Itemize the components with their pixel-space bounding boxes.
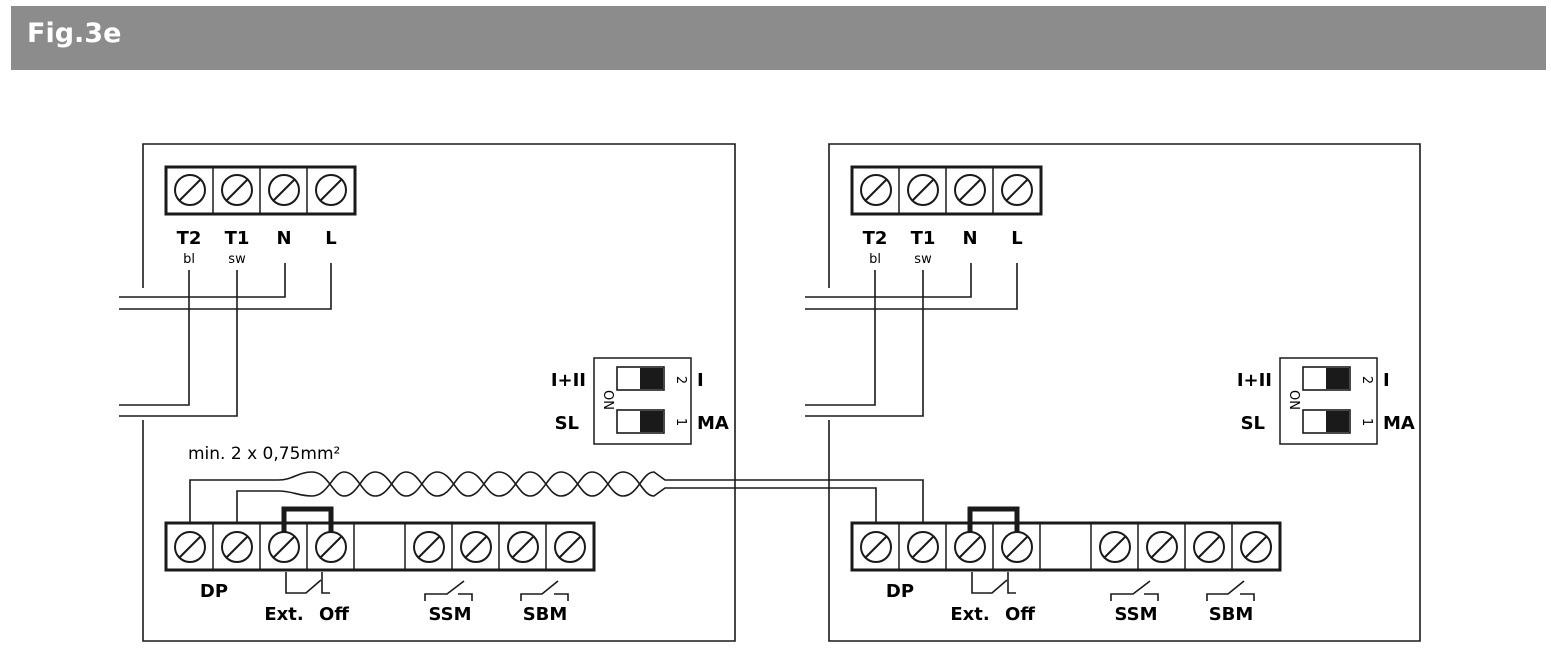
screw-terminal-icon [174,531,206,563]
dip-label-i-ii: I+II [1237,370,1272,391]
dip-label-sl: SL [1241,413,1265,434]
screw-terminal-icon [268,531,300,563]
terminal-label-t2: T2 [177,228,202,249]
terminal-label-n: N [962,228,977,249]
wire-color-bl: bl [869,252,881,267]
dip-number-2: 2 [1359,376,1374,384]
unit-right: T2 T1 N L bl sw ON 2 1 I+II SL I MA [805,143,1421,642]
screw-terminal-icon [954,174,986,206]
label-sbm: SBM [523,604,568,625]
twisted-pair-cable [189,471,924,523]
enclosure-left [142,143,736,642]
cable-note: min. 2 x 0,75mm² [188,444,340,464]
terminal-label-t2: T2 [863,228,888,249]
screw-terminal-icon [507,531,539,563]
screw-terminal-icon [907,531,939,563]
power-wires [805,263,1018,417]
screw-terminal-icon [460,531,492,563]
dip-label-i-ii: I+II [551,370,586,391]
power-terminal-block [850,165,1043,216]
screw-terminal-icon [860,531,892,563]
screw-terminal-icon [315,174,347,206]
dip-on-label: ON [600,390,615,410]
dip-number-2: 2 [673,376,688,384]
label-ext: Ext. [264,604,303,625]
terminal-label-t1: T1 [225,228,250,249]
screw-terminal-icon [413,531,445,563]
terminal-label-n: N [276,228,291,249]
dip-label-ma: MA [697,413,729,434]
screw-terminal-icon [174,174,206,206]
screw-terminal-icon [954,531,986,563]
dip-label-sl: SL [555,413,579,434]
wire-color-sw: sw [914,252,932,267]
screw-terminal-icon [221,531,253,563]
dip-toggle-2 [1326,368,1349,389]
screw-terminal-icon [1001,531,1033,563]
unit-left: T2 T1 N L bl sw ON 2 1 I+II SL I MA [119,143,736,642]
label-ssm: SSM [428,604,471,625]
dip-toggle-2 [640,368,663,389]
signal-terminal-block [164,506,596,572]
dip-switch: ON 2 1 [1279,357,1378,445]
jumper-bridge [967,506,1020,533]
screw-terminal-icon [315,531,347,563]
screw-terminal-icon [1240,531,1272,563]
screw-terminal-icon [907,174,939,206]
wire-color-sw: sw [228,252,246,267]
signal-terminal-block [850,506,1282,572]
wire-color-bl: bl [183,252,195,267]
contact-symbols [971,572,1255,601]
screw-terminal-icon [221,174,253,206]
label-dp: DP [886,581,914,602]
dip-on-label: ON [1286,390,1301,410]
label-ext: Ext. [950,604,989,625]
label-sbm: SBM [1209,604,1254,625]
screw-terminal-icon [1099,531,1131,563]
dip-toggle-1 [1326,411,1349,432]
dip-toggle-1 [640,411,663,432]
power-terminal-block [164,165,357,216]
dip-switch: ON 2 1 [593,357,692,445]
dip-number-1: 1 [673,418,688,426]
dip-label-ma: MA [1383,413,1415,434]
label-ssm: SSM [1114,604,1157,625]
dip-label-i: I [697,370,704,391]
screw-terminal-icon [860,174,892,206]
enclosure-right [828,143,1421,642]
power-wires [119,263,332,417]
label-off: Off [319,604,349,625]
screw-terminal-icon [1146,531,1178,563]
terminal-label-t1: T1 [911,228,936,249]
figure-title: Fig.3e [27,18,122,49]
dip-label-i: I [1383,370,1390,391]
label-dp: DP [200,581,228,602]
figure-header: Fig.3e [11,6,1546,70]
screw-terminal-icon [1001,174,1033,206]
jumper-bridge [281,506,334,533]
screw-terminal-icon [554,531,586,563]
screw-terminal-icon [268,174,300,206]
contact-symbols [285,572,569,601]
terminal-label-l: L [325,228,336,249]
label-off: Off [1005,604,1035,625]
terminal-label-l: L [1011,228,1022,249]
screw-terminal-icon [1193,531,1225,563]
dip-number-1: 1 [1359,418,1374,426]
